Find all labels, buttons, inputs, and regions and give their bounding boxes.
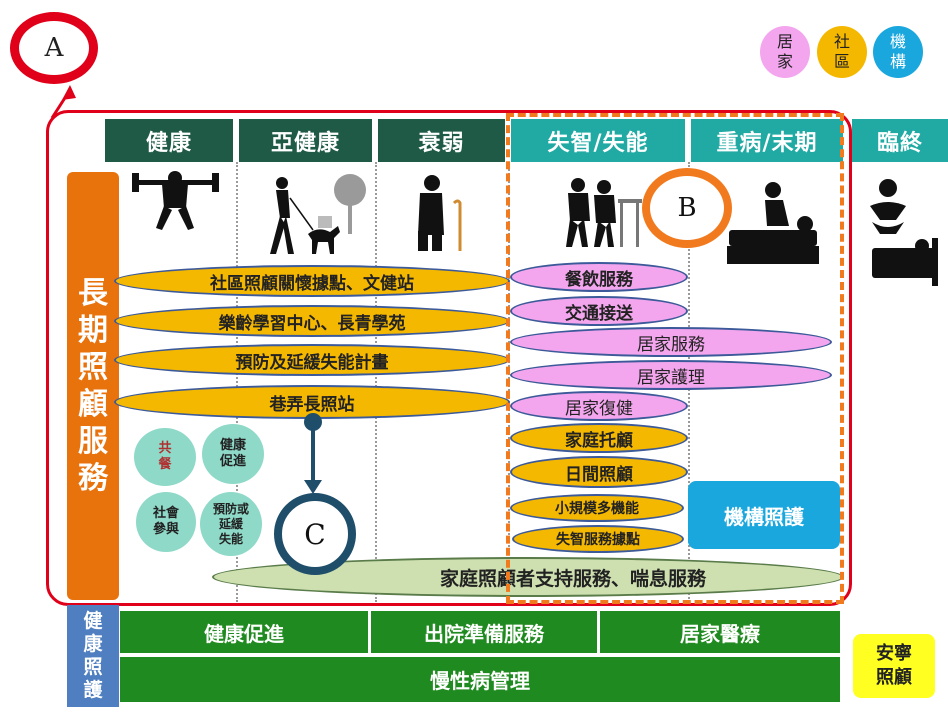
care-service-home: 居家服務 — [510, 327, 832, 357]
community-service-item: 預防及延緩失能計畫 — [114, 344, 510, 376]
health-bar-promotion: 健康促進 — [120, 611, 368, 653]
care-service-day-care: 日間照顧 — [510, 456, 688, 488]
marker-b: B — [642, 168, 732, 248]
weightlifting-icon — [132, 171, 219, 230]
stage-end-of-life: 臨終 — [852, 119, 948, 162]
end-of-life-bed-icon — [870, 179, 938, 286]
stage-dementia-disability: 失智/失能 — [511, 119, 685, 162]
health-bar-discharge-planning: 出院準備服務 — [371, 611, 597, 653]
stage-frail: 衰弱 — [378, 119, 505, 162]
marker-c: C — [274, 493, 356, 575]
column-divider — [375, 162, 377, 602]
frail-elder-cane-icon — [418, 175, 462, 251]
connector-arrow — [304, 413, 322, 494]
elder-walking-dog-icon — [270, 174, 366, 254]
community-service-item: 社區照顧關懷據點、文健站 — [114, 265, 510, 297]
marker-b-label: B — [677, 193, 697, 223]
care-service-home-nursing: 居家護理 — [510, 360, 832, 390]
health-bar-home-medical: 居家醫療 — [600, 611, 840, 653]
institutional-care: 機構照護 — [688, 481, 840, 549]
care-service-transport: 交通接送 — [510, 296, 688, 326]
ltc-label: 長期照 顧服務 — [67, 172, 119, 600]
stage-sub-healthy: 亞健康 — [239, 119, 372, 162]
stage-severe-terminal: 重病/末期 — [691, 119, 843, 162]
care-service-dementia-center: 失智服務據點 — [512, 525, 684, 553]
column-divider — [236, 162, 238, 602]
ltc-frame — [46, 110, 852, 606]
family-caregiver-support: 家庭照顧者支持服務、喘息服務 — [212, 557, 844, 597]
bedridden-care-icon — [727, 182, 819, 264]
small-circle-shared-meals: 共 餐 — [134, 428, 196, 486]
small-circle-health-promotion: 健康 促進 — [202, 424, 264, 484]
care-service-family-daycare: 家庭托顧 — [510, 423, 688, 453]
community-service-item: 樂齡學習中心、長青學苑 — [114, 305, 510, 337]
care-service-meals: 餐飲服務 — [510, 262, 688, 292]
small-circle-social-participation: 社會 參與 — [136, 492, 196, 552]
care-service-home-rehab: 居家復健 — [510, 391, 688, 421]
health-bar-chronic-disease: 慢性病管理 — [120, 657, 840, 702]
small-circle-prevention: 預防或 延緩 失能 — [200, 492, 262, 556]
health-care-label: 健康 照護 — [67, 605, 119, 707]
hospice-care: 安寧 照顧 — [853, 634, 935, 698]
dementia-disability-highlight — [506, 113, 844, 604]
marker-a-label: A — [44, 33, 64, 63]
marker-a: A — [10, 12, 98, 84]
legend-institution: 機 構 — [873, 26, 923, 78]
marker-c-label: C — [304, 517, 326, 551]
stage-healthy: 健康 — [105, 119, 233, 162]
care-service-small-multi: 小規模多機能 — [510, 494, 684, 522]
legend-community: 社 區 — [817, 26, 867, 78]
caregiver-walker-icon — [566, 178, 642, 247]
legend-home: 居 家 — [760, 26, 810, 78]
